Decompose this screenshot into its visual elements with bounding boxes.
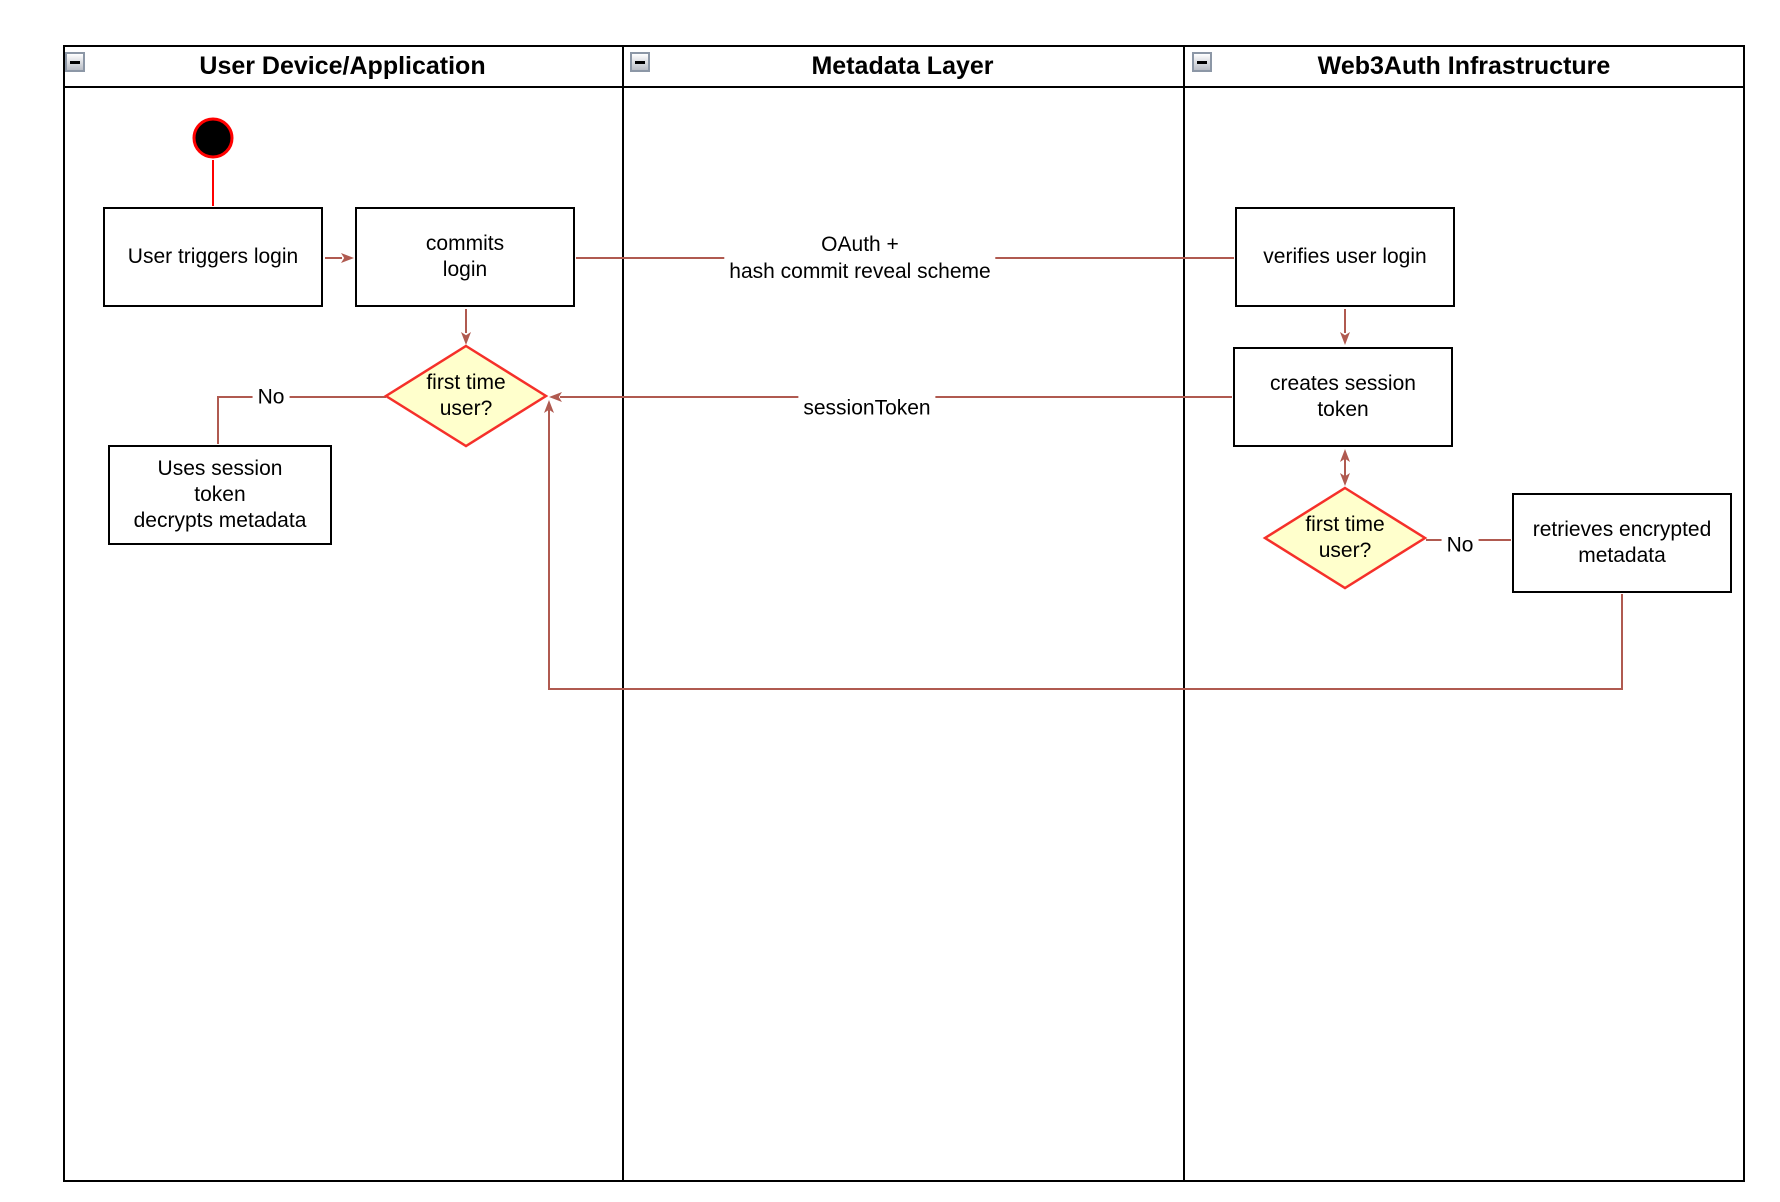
edge-no-device: [217, 396, 386, 444]
edge-label-oauth[interactable]: OAuth + hash commit reveal scheme: [724, 231, 996, 285]
arrowhead-down: [1340, 332, 1350, 345]
decision-first-time-user-device[interactable]: [383, 344, 549, 448]
lane-header-user-device[interactable]: User Device/Application: [63, 45, 622, 88]
collapse-lane-button[interactable]: [65, 52, 85, 72]
edge-feedback: [548, 410, 1623, 690]
lane-title: User Device/Application: [199, 52, 486, 80]
arrowhead-right: [341, 253, 354, 263]
collapse-lane-button[interactable]: [1192, 52, 1212, 72]
minus-icon: [635, 61, 645, 64]
lane-header-separator: [63, 86, 1745, 88]
node-creates-session-token[interactable]: creates session token: [1233, 347, 1453, 447]
lane-title: Metadata Layer: [811, 52, 994, 80]
node-verifies-user-login[interactable]: verifies user login: [1235, 207, 1455, 307]
swimlane-pool: [63, 45, 1745, 1182]
arrowhead-down: [1340, 473, 1350, 486]
minus-icon: [70, 61, 80, 64]
collapse-lane-button[interactable]: [630, 52, 650, 72]
arrowhead-up: [544, 400, 554, 413]
arrowhead-up: [1340, 449, 1350, 462]
decision-first-time-user-infra[interactable]: [1262, 486, 1428, 590]
node-uses-session-token[interactable]: Uses session token decrypts metadata: [108, 445, 332, 545]
lane-divider-1: [622, 45, 624, 1182]
edge-label-no-infra[interactable]: No: [1441, 531, 1479, 559]
edge-label-session-token[interactable]: sessionToken: [798, 394, 936, 422]
arrowhead-down: [461, 332, 471, 345]
edge-label-no-device[interactable]: No: [252, 383, 290, 411]
node-user-triggers-login[interactable]: User triggers login: [103, 207, 323, 307]
initial-node[interactable]: [192, 117, 234, 159]
lane-divider-2: [1183, 45, 1185, 1182]
lane-header-metadata-layer[interactable]: Metadata Layer: [622, 45, 1183, 88]
lane-title: Web3Auth Infrastructure: [1317, 52, 1611, 80]
node-commits-login[interactable]: commits login: [355, 207, 575, 307]
lane-header-web3auth-infra[interactable]: Web3Auth Infrastructure: [1183, 45, 1745, 88]
minus-icon: [1197, 61, 1207, 64]
node-retrieves-encrypted-metadata[interactable]: retrieves encrypted metadata: [1512, 493, 1732, 593]
arrowhead-left: [549, 392, 562, 402]
